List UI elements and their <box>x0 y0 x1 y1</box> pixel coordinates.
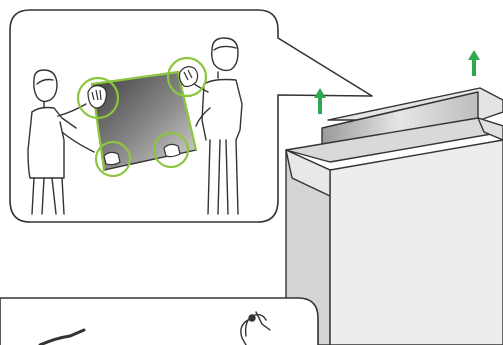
grip-highlight-top-left <box>76 76 120 120</box>
person-left <box>27 69 95 215</box>
partial-stand-illustration <box>38 311 271 345</box>
hands <box>87 66 199 166</box>
shipping-box <box>285 87 503 345</box>
grip-highlight-bottom-left <box>94 140 132 178</box>
grip-highlight-top-right <box>166 56 208 98</box>
lower-callout-bubble <box>0 297 319 345</box>
grip-highlight-bottom-right <box>152 131 190 169</box>
lift-arrows <box>314 50 480 114</box>
grip-highlight-circles <box>76 56 208 178</box>
person-right <box>185 37 243 215</box>
up-arrow-icon <box>314 88 326 114</box>
up-arrow-icon <box>468 50 480 76</box>
